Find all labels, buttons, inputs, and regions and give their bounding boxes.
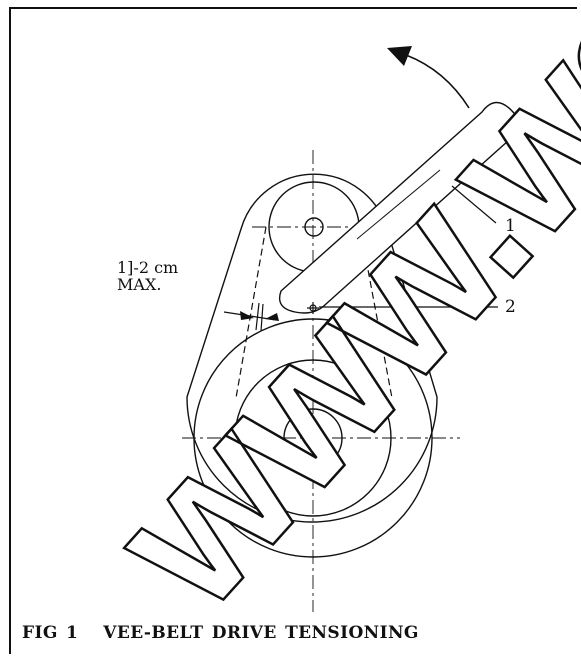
figure-caption: FIG 1 VEE-BELT DRIVE TENSIONING — [22, 623, 419, 643]
callout-2-label: 2 — [505, 297, 516, 317]
rotation-arrow-head — [387, 46, 412, 66]
lever-shading-line — [356, 169, 441, 240]
rotation-arrow-arc — [405, 54, 470, 109]
deflection-arrow-right — [265, 313, 279, 321]
belt-guard-outline — [186, 173, 438, 523]
deflection-arrow-left — [240, 311, 254, 320]
deflection-max-label: MAX. — [117, 275, 162, 294]
vee-belt-left — [235, 226, 267, 399]
figure-frame — [9, 7, 577, 654]
leader-line-1 — [451, 185, 497, 224]
deflection-value: 1]-2 cm — [117, 258, 179, 277]
deflection-dimension-label: 1]-2 cm MAX. — [117, 259, 178, 293]
callout-1-label: 1 — [505, 216, 516, 236]
tension-lever — [278, 101, 521, 314]
